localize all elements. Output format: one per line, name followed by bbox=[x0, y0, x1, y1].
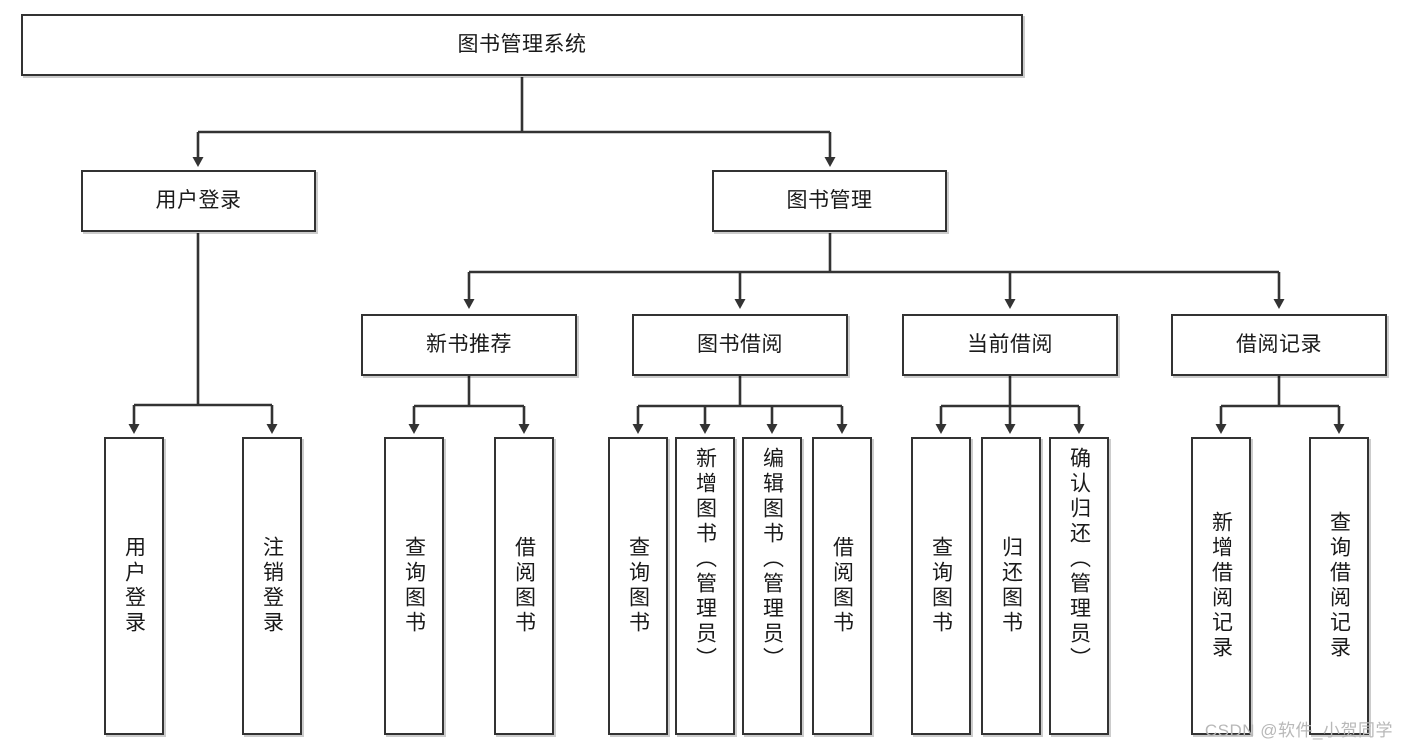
node-leaf-confirm-return-label: 确认归还（管理员） bbox=[1067, 447, 1091, 672]
node-leaf-borrow-book-2-label: 借阅图书 bbox=[830, 536, 854, 636]
node-leaf-return-book-label: 归还图书 bbox=[999, 536, 1023, 636]
node-leaf-user-logout-label: 注销登录 bbox=[260, 536, 284, 636]
node-leaf-borrow-book-1[interactable]: 借阅图书 bbox=[494, 437, 554, 735]
node-leaf-edit-book[interactable]: 编辑图书（管理员） bbox=[742, 437, 802, 735]
node-leaf-query-book-2-label: 查询图书 bbox=[626, 536, 650, 636]
node-leaf-edit-book-label: 编辑图书（管理员） bbox=[760, 447, 784, 672]
node-leaf-query-record[interactable]: 查询借阅记录 bbox=[1309, 437, 1369, 735]
node-leaf-query-book-2[interactable]: 查询图书 bbox=[608, 437, 668, 735]
node-leaf-query-book-3[interactable]: 查询图书 bbox=[911, 437, 971, 735]
node-root-label: 图书管理系统 bbox=[457, 33, 587, 57]
node-current-borrow[interactable]: 当前借阅 bbox=[902, 314, 1118, 376]
node-leaf-query-record-label: 查询借阅记录 bbox=[1327, 511, 1351, 661]
node-leaf-query-book-1-label: 查询图书 bbox=[402, 536, 426, 636]
node-book-management[interactable]: 图书管理 bbox=[712, 170, 947, 232]
node-leaf-borrow-book-1-label: 借阅图书 bbox=[512, 536, 536, 636]
node-book-borrow[interactable]: 图书借阅 bbox=[632, 314, 848, 376]
node-leaf-user-login[interactable]: 用户登录 bbox=[104, 437, 164, 735]
node-leaf-query-book-1[interactable]: 查询图书 bbox=[384, 437, 444, 735]
node-user-login[interactable]: 用户登录 bbox=[81, 170, 316, 232]
node-leaf-user-logout[interactable]: 注销登录 bbox=[242, 437, 302, 735]
node-leaf-add-record[interactable]: 新增借阅记录 bbox=[1191, 437, 1251, 735]
node-book-management-label: 图书管理 bbox=[786, 189, 873, 213]
csdn-watermark: CSDN @软件_小贺同学 bbox=[1204, 721, 1393, 740]
node-leaf-return-book[interactable]: 归还图书 bbox=[981, 437, 1041, 735]
node-leaf-borrow-book-2[interactable]: 借阅图书 bbox=[812, 437, 872, 735]
node-leaf-add-record-label: 新增借阅记录 bbox=[1209, 511, 1233, 661]
node-borrow-record-label: 借阅记录 bbox=[1236, 333, 1322, 357]
node-leaf-add-book[interactable]: 新增图书（管理员） bbox=[675, 437, 735, 735]
node-leaf-query-book-3-label: 查询图书 bbox=[929, 536, 953, 636]
node-root[interactable]: 图书管理系统 bbox=[21, 14, 1023, 76]
node-leaf-user-login-label: 用户登录 bbox=[122, 536, 146, 636]
node-new-book-recommend-label: 新书推荐 bbox=[426, 333, 512, 357]
node-leaf-confirm-return[interactable]: 确认归还（管理员） bbox=[1049, 437, 1109, 735]
node-leaf-add-book-label: 新增图书（管理员） bbox=[693, 447, 717, 672]
node-user-login-label: 用户登录 bbox=[155, 189, 242, 213]
node-current-borrow-label: 当前借阅 bbox=[967, 333, 1053, 357]
node-borrow-record[interactable]: 借阅记录 bbox=[1171, 314, 1387, 376]
node-book-borrow-label: 图书借阅 bbox=[697, 333, 783, 357]
node-new-book-recommend[interactable]: 新书推荐 bbox=[361, 314, 577, 376]
